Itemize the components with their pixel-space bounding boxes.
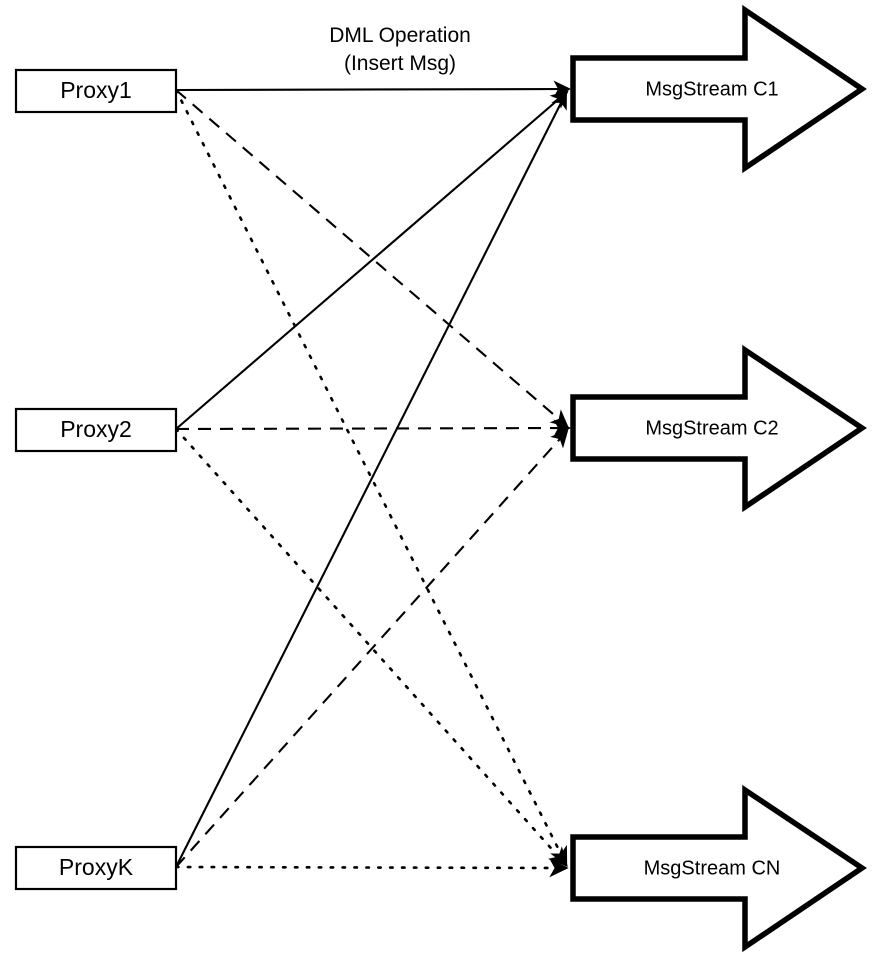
msgstream-cn-arrow-shape[interactable] <box>570 784 867 953</box>
edge-proxy1-to-stream-cn <box>174 88 568 867</box>
edge-proxy2-to-stream-cn <box>174 427 568 867</box>
caption-line-2: (Insert Msg) <box>344 52 456 75</box>
proxy1-box[interactable] <box>14 68 178 114</box>
msgstream-c1-label: MsgStream C1 <box>645 78 778 100</box>
proxy-node-proxy1[interactable]: Proxy1 <box>14 68 178 114</box>
edge-proxy1-to-stream-c2 <box>175 89 569 428</box>
edge-group <box>174 80 572 878</box>
msgstream-c1-arrow-shape[interactable] <box>570 4 867 174</box>
edge-proxyk-to-stream-c1 <box>175 91 567 868</box>
proxy-node-proxyk[interactable]: ProxyK <box>14 845 178 891</box>
edge-proxyk-to-stream-c2 <box>175 429 569 868</box>
edge-proxy2-to-stream-c2 <box>175 419 572 437</box>
msgstream-c2-label: MsgStream C2 <box>645 417 778 439</box>
proxy2-label: Proxy2 <box>60 416 132 442</box>
edge-proxy2-to-stream-c1 <box>175 90 569 430</box>
edge-proxyk-to-stream-cn <box>174 858 569 878</box>
proxy-node-proxy2[interactable]: Proxy2 <box>14 407 178 453</box>
proxyk-box[interactable] <box>14 845 178 891</box>
msgstream-node-c2[interactable]: MsgStream C2 <box>570 344 867 513</box>
caption-line-1: DML Operation <box>329 24 471 47</box>
msgstream-cn-label: MsgStream CN <box>644 857 781 879</box>
edge-proxy1-to-stream-c1 <box>175 80 572 98</box>
dml-operation-caption: DML Operation (Insert Msg) <box>329 24 471 75</box>
proxy2-box[interactable] <box>14 407 178 453</box>
msgstream-node-cn[interactable]: MsgStream CN <box>570 784 867 953</box>
msgstream-c2-arrow-shape[interactable] <box>570 344 867 513</box>
msgstream-node-c1[interactable]: MsgStream C1 <box>570 4 867 174</box>
proxyk-label: ProxyK <box>59 854 134 880</box>
proxy1-label: Proxy1 <box>60 77 132 103</box>
